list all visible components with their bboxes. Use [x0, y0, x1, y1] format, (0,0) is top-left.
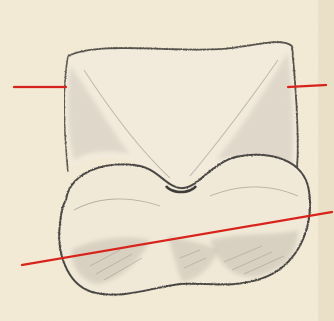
- paper-edge-shadow: [318, 0, 334, 321]
